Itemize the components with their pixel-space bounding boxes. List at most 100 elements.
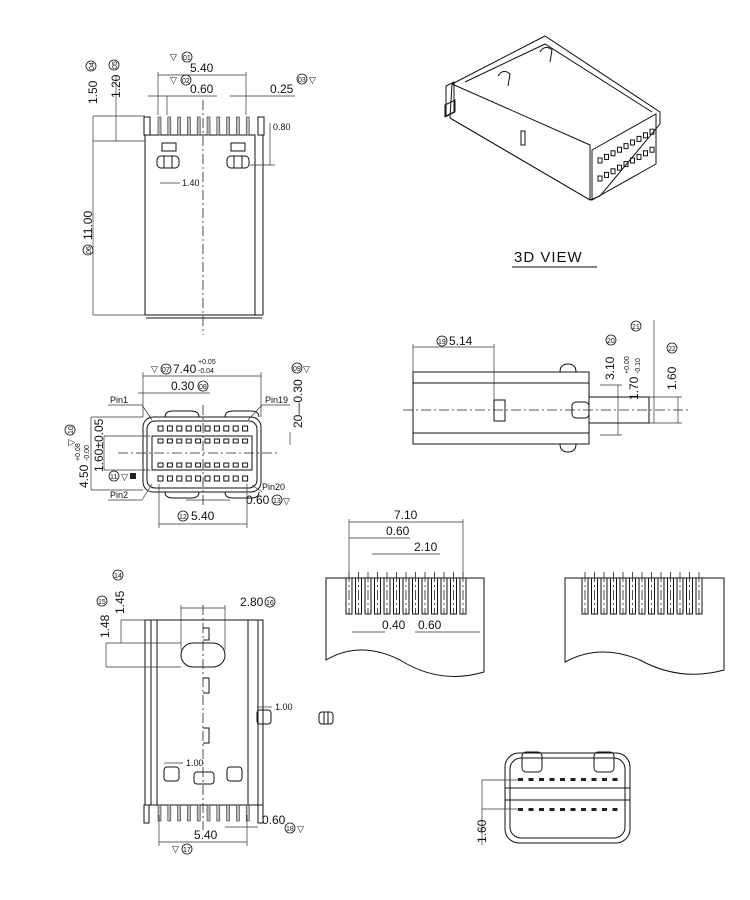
3d-contact bbox=[597, 157, 603, 164]
datum-icon: ▽ bbox=[309, 75, 316, 85]
3d-body-outline bbox=[449, 35, 661, 201]
top-view-post-left bbox=[143, 116, 151, 136]
rear-contact-top bbox=[570, 778, 576, 781]
dim-pin-height-b: 1.20 bbox=[109, 74, 123, 98]
rear-contact-top bbox=[539, 778, 544, 781]
side-view: 19 5.14 3.10 20 1.70 +0.00 -0.10 21 1.60… bbox=[403, 320, 690, 453]
dim-height-tol-minus: -0.00 bbox=[84, 445, 91, 461]
leader bbox=[141, 404, 153, 421]
dim-width-tol-plus: +0.05 bbox=[198, 359, 216, 366]
rear-contact-bottom bbox=[539, 808, 544, 811]
callout-circle bbox=[666, 342, 678, 354]
front-pin-bottom-inner bbox=[185, 462, 192, 468]
bottom-view-pins bbox=[143, 804, 264, 824]
dim-slot-a: 1.45 bbox=[113, 590, 127, 614]
3d-bump bbox=[539, 46, 553, 63]
front-pin-top-inner bbox=[176, 438, 183, 444]
rear-latch bbox=[521, 751, 543, 773]
dim-tab-width: 1.40 bbox=[182, 178, 200, 188]
front-pin-top-inner bbox=[195, 438, 202, 444]
rear-contact-bottom bbox=[581, 808, 586, 811]
notch bbox=[203, 627, 210, 641]
dim-fp-pitch: 0.60 bbox=[386, 524, 410, 538]
bottom-pin bbox=[196, 804, 201, 822]
dim-width-tol-minus: -0.04 bbox=[198, 368, 214, 375]
front-pin-bottom-inner bbox=[195, 462, 202, 468]
callout-circle bbox=[271, 494, 283, 506]
dim-tongue-tol-minus: -0.10 bbox=[635, 358, 642, 374]
top-pin bbox=[177, 116, 181, 136]
callout-number: 17 bbox=[183, 847, 191, 854]
side-bump bbox=[559, 363, 577, 373]
3d-front-face bbox=[591, 113, 657, 201]
dim-row-span: 5.40 bbox=[191, 509, 215, 523]
dim-fp-pad: 0.40 bbox=[382, 618, 406, 632]
callout-circle bbox=[180, 74, 192, 86]
front-pin-top bbox=[232, 425, 239, 432]
3d-slot bbox=[520, 130, 526, 146]
label-pin19: Pin19 bbox=[265, 395, 288, 405]
datum-icon: ▽ bbox=[170, 75, 177, 85]
footprint-board bbox=[325, 577, 485, 677]
front-pin-bottom bbox=[242, 475, 249, 482]
front-pin-bottom bbox=[223, 475, 230, 482]
dim-row-gap: 1.60±0.05 bbox=[92, 418, 106, 472]
callout-number: 11 bbox=[110, 474, 117, 481]
front-pin-top bbox=[166, 425, 173, 432]
front-pin-bottom bbox=[204, 475, 211, 482]
footprint-pads bbox=[345, 572, 467, 615]
rear-view: 1.60 bbox=[475, 751, 631, 845]
top-pin bbox=[157, 116, 162, 136]
dim-fp-offset: 2.10 bbox=[414, 540, 438, 554]
top-view-body bbox=[144, 134, 256, 316]
bottom-peg-left bbox=[163, 766, 180, 782]
bottom-pin bbox=[167, 804, 172, 822]
3d-contact bbox=[636, 135, 642, 142]
bottom-pin bbox=[236, 804, 240, 822]
callout-number: 01 bbox=[183, 55, 191, 62]
callout-circle bbox=[112, 569, 124, 581]
dim-height: 4.50 bbox=[77, 464, 91, 488]
bottom-pin bbox=[187, 804, 191, 822]
bottom-pin bbox=[177, 804, 181, 822]
bottom-pin bbox=[245, 804, 250, 822]
bottom-pin bbox=[226, 804, 230, 822]
bottom-pin bbox=[216, 804, 221, 822]
rear-contact-top bbox=[591, 778, 597, 781]
callout-number: 21 bbox=[632, 324, 640, 331]
front-pin-bottom-inner bbox=[176, 462, 183, 468]
dim-pin-count-pitch: 20—0.30 bbox=[291, 379, 305, 428]
front-pin-bottom-inner bbox=[157, 462, 164, 468]
3d-contact bbox=[630, 157, 635, 164]
label-pin20: Pin20 bbox=[262, 482, 285, 492]
top-view-latch-left bbox=[161, 142, 177, 152]
front-pin-top bbox=[157, 425, 164, 432]
bottom-peg-right bbox=[226, 766, 243, 782]
dim-height-tol-plus: +0.08 bbox=[75, 443, 82, 461]
callout-circle bbox=[291, 362, 303, 374]
rear-contact-top bbox=[602, 778, 607, 781]
3d-contact bbox=[604, 171, 609, 178]
callout-number: 18 bbox=[286, 826, 294, 833]
dim-overall-pitch: 5.40 bbox=[190, 61, 214, 75]
3d-contact bbox=[649, 128, 655, 135]
front-pin-bottom bbox=[157, 475, 164, 482]
rear-contact-bottom bbox=[549, 808, 555, 811]
callout-circle bbox=[82, 244, 94, 256]
front-pin-top-inner bbox=[242, 438, 249, 444]
top-view-tab-left bbox=[156, 155, 180, 169]
callout-circle bbox=[108, 59, 120, 71]
dim-pin-height-a: 1.50 bbox=[86, 80, 100, 104]
callout-circle bbox=[630, 320, 642, 332]
front-pin-top-inner bbox=[157, 438, 164, 444]
3d-contacts bbox=[597, 128, 655, 182]
callout-number: 07 bbox=[162, 367, 170, 374]
3d-top-edge bbox=[464, 43, 653, 113]
rear-contact-top bbox=[528, 778, 534, 781]
top-pin bbox=[167, 116, 172, 136]
isometric-3d-view: 3D VIEW bbox=[444, 35, 661, 268]
dim-side-height: 3.10 bbox=[603, 356, 617, 380]
datum-icon: ▽ bbox=[170, 52, 177, 62]
front-pin-bottom bbox=[176, 475, 183, 482]
bottom-post bbox=[257, 804, 264, 824]
